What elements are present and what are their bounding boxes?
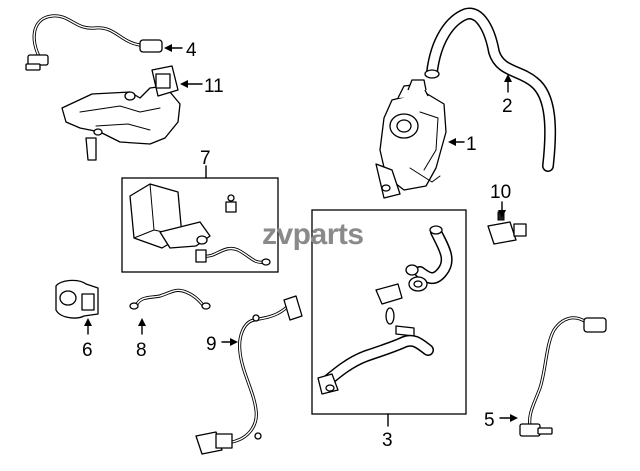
callout-10-label: 10: [490, 182, 511, 203]
logo-text: zvparts: [262, 218, 364, 251]
part-7-group-box: [121, 165, 279, 273]
callout-10: 10: [490, 182, 511, 218]
part-1-valve-assembly[interactable]: [375, 79, 447, 199]
part-5-oxygen-sensor[interactable]: [519, 316, 607, 437]
part-3-hoses[interactable]: [317, 225, 453, 395]
part-7-canister[interactable]: [129, 183, 271, 266]
callout-11-label: 11: [204, 76, 224, 97]
callout-8: 8: [136, 318, 147, 361]
callout-7: 7: [200, 148, 211, 169]
callout-9-label: 9: [206, 334, 217, 355]
callout-1-label: 1: [466, 134, 477, 155]
callout-4-label: 4: [186, 40, 197, 61]
callout-4: 4: [164, 40, 197, 61]
callout-1: 1: [448, 134, 477, 155]
callout-9: 9: [206, 334, 238, 355]
part-8-hose[interactable]: [129, 288, 211, 310]
part-4-oxygen-sensor[interactable]: [25, 14, 163, 71]
callout-2: 2: [502, 74, 513, 117]
part-11-bracket[interactable]: [61, 65, 181, 161]
part-3-group-box: [311, 209, 467, 427]
part-6-knock-sensor[interactable]: [55, 279, 99, 319]
callout-3: 3: [382, 430, 393, 451]
callout-7-label: 7: [200, 148, 211, 169]
part-2-hose[interactable]: [424, 7, 557, 172]
callout-6: 6: [82, 318, 93, 361]
part-10-sensor[interactable]: [487, 211, 527, 245]
part-9-speed-sensor[interactable]: [195, 295, 303, 455]
callout-6-label: 6: [82, 340, 93, 361]
callout-5: 5: [484, 410, 518, 431]
callout-5-label: 5: [484, 410, 495, 431]
zvparts-logo: zvparts: [262, 218, 364, 251]
callout-3-label: 3: [382, 430, 393, 451]
callout-2-label: 2: [502, 96, 513, 117]
callout-11: 11: [180, 76, 224, 97]
callout-8-label: 8: [136, 340, 147, 361]
